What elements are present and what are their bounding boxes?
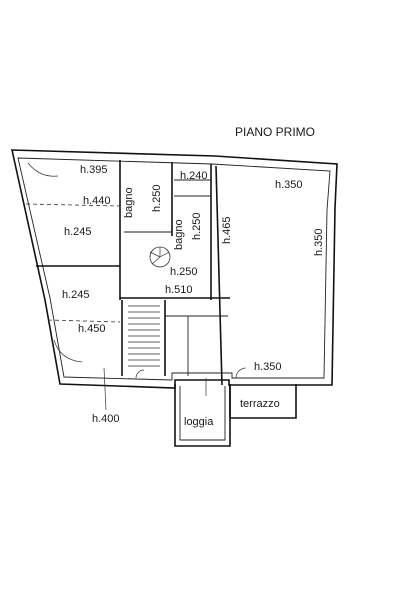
label-h250-left: h.250 (151, 184, 163, 212)
leader-h400 (103, 367, 107, 411)
label-bagno-left: bagno (123, 187, 135, 218)
plan-title: PIANO PRIMO (235, 125, 315, 139)
label-h350-right: h.350 (313, 228, 325, 256)
spiral-stair (149, 246, 171, 268)
label-h395: h.395 (80, 164, 108, 176)
label-h510: h.510 (165, 284, 193, 296)
label-h440: h.440 (83, 195, 111, 207)
label-h350-bottom: h.350 (254, 361, 282, 373)
label-terrazzo: terrazzo (240, 398, 280, 410)
label-h450: h.450 (78, 323, 106, 335)
outer-walls (10, 149, 338, 389)
label-h245-bottom: h.245 (62, 289, 90, 301)
label-h245-top: h.245 (64, 226, 92, 238)
door-swings (135, 367, 247, 379)
label-h350-top: h.350 (275, 179, 303, 191)
label-h400: h.400 (92, 413, 120, 425)
label-h465: h.465 (221, 216, 233, 244)
label-bagno-mid: bagno (173, 219, 185, 250)
interior-walls (25, 160, 297, 447)
corner-stair-marks (27, 162, 83, 363)
staircase (128, 305, 160, 367)
label-h250-stair: h.250 (170, 266, 198, 278)
label-h240: h.240 (180, 170, 208, 182)
label-loggia: loggia (184, 416, 214, 428)
label-h250-mid: h.250 (191, 212, 203, 240)
